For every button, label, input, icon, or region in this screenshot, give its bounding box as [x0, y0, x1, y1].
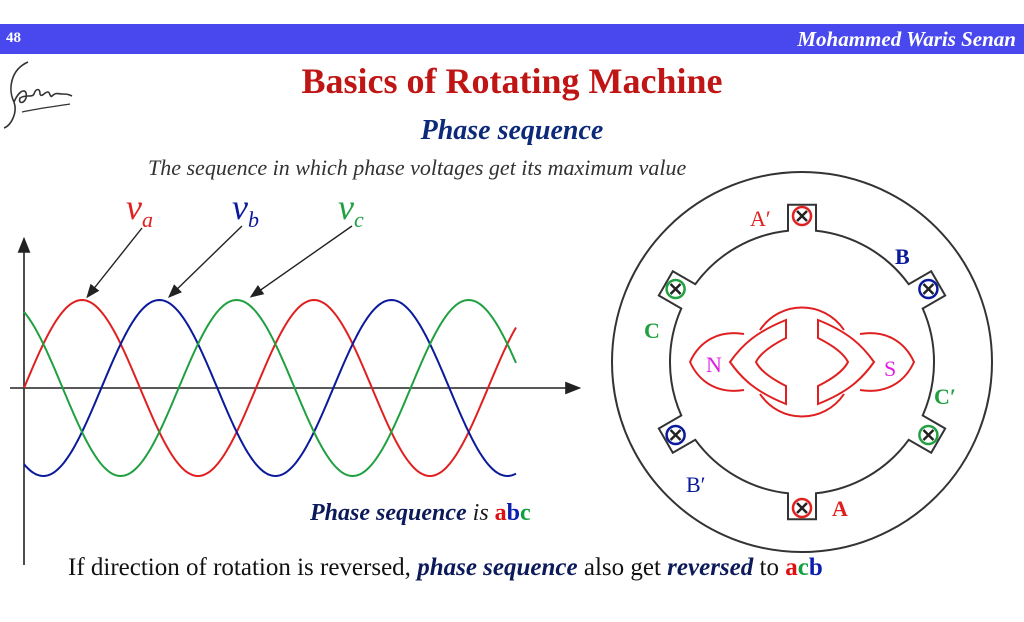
reversal-statement: If direction of rotation is reversed, ph…: [68, 554, 823, 582]
label-vc: vc: [338, 187, 364, 233]
rev-seq-a: a: [785, 554, 798, 581]
conductor-b: [918, 278, 939, 300]
wave-vb: [23, 298, 517, 478]
reversal-bold-1: phase sequence: [417, 554, 578, 581]
signature-logo: [3, 61, 73, 129]
definition-text: The sequence in which phase voltages get…: [148, 155, 687, 180]
conductor-a: [791, 497, 813, 519]
reversal-bold-2: reversed: [667, 554, 754, 581]
conductor-c-prime: [918, 424, 939, 446]
author-name: Mohammed Waris Senan: [797, 27, 1016, 51]
label-s: S: [884, 356, 897, 381]
conductor-b-prime: [665, 424, 686, 446]
header-bar: [0, 24, 1024, 54]
phase-sequence-line: Phase sequence is abc: [310, 500, 531, 527]
reversal-text-3: to: [759, 554, 779, 581]
slide-title: Basics of Rotating Machine: [301, 61, 723, 101]
label-b: B: [895, 244, 910, 269]
wave-va: [23, 298, 517, 478]
rev-seq-b: b: [808, 554, 823, 581]
reversal-text-1: If direction of rotation is reversed,: [68, 554, 411, 581]
page-number: 48: [6, 30, 21, 46]
reversal-text-2: also get: [583, 554, 661, 581]
rev-seq-c: c: [797, 554, 809, 581]
pointer-vc: [249, 225, 353, 298]
label-c: C: [644, 318, 660, 343]
seq-a: a: [494, 500, 507, 526]
label-n: N: [706, 352, 722, 377]
pointer-va: [86, 227, 143, 299]
label-a: A: [832, 496, 848, 521]
label-b-prime: B′: [686, 472, 706, 497]
seq-c: c: [520, 500, 531, 526]
phase-sequence-bold: Phase sequence: [310, 500, 467, 526]
stator-outer: [611, 171, 993, 553]
label-vb: vb: [232, 187, 259, 233]
slide-subtitle: Phase sequence: [420, 115, 604, 146]
is-word: is: [472, 500, 489, 526]
rotor: [688, 306, 916, 418]
wave-vc: [23, 298, 517, 478]
conductor-a-prime: [791, 205, 813, 227]
label-va: va: [126, 187, 153, 233]
label-a-prime: A′: [750, 206, 771, 231]
seq-b: b: [506, 500, 521, 526]
conductor-c: [665, 278, 686, 300]
stator-inner: [657, 203, 947, 521]
pointer-vb: [167, 225, 243, 298]
label-c-prime: C′: [934, 384, 957, 409]
